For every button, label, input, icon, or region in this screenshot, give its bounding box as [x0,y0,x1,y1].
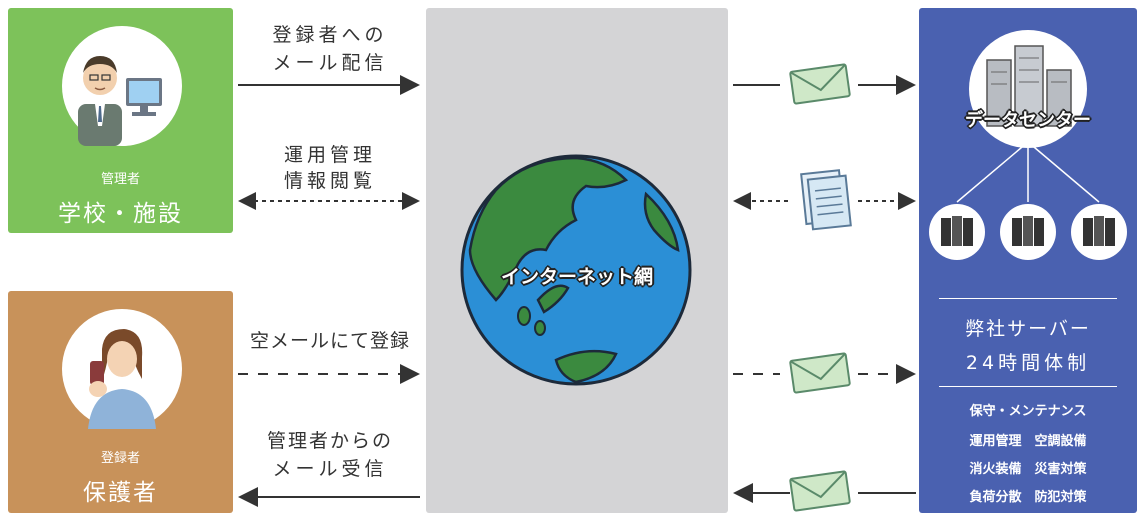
flow-receive-line1: 管理者からの [266,430,393,452]
flow-view-info-line2: 情報閲覧 [283,170,376,192]
divider-top [939,298,1117,299]
admin-title: 学校・施設 [58,201,183,227]
guardian-panel: 登録者 保護者 [8,291,233,513]
document-icon [800,169,852,231]
server-icon-1 [929,204,985,260]
globe-icon [460,154,692,386]
server-hours: 24時間体制 [965,352,1091,374]
envelope-icon-2 [789,352,851,394]
service-line-1: 保守・メンテナンス [969,404,1087,419]
datacenter-building-avatar [969,30,1087,148]
guardian-title: 保護者 [83,480,158,506]
admin-person-icon [78,56,162,146]
flow-view-info-line1: 運用管理 [283,144,376,166]
service-line-3: 消火装備 災害対策 [969,462,1087,477]
server-connector-lines [956,141,1100,203]
admin-panel: 管理者 学校・施設 [8,8,233,233]
datacenter-label: データセンター [965,110,1091,131]
internet-panel: インターネット網 [426,8,728,513]
divider-bottom [939,386,1117,387]
internet-label: インターネット網 [500,266,653,288]
datacenter-panel: データセンター 弊社サーバー 24時間体制 保守・メンテナンス 運用管理 空調設… [919,8,1137,513]
service-line-2: 運用管理 空調設備 [969,434,1087,449]
admin-avatar [62,26,182,146]
flow-send-mail-line1: 登録者への [272,24,388,46]
server-title: 弊社サーバー [965,318,1091,340]
flow-register: 空メールにて登録 [249,330,410,352]
flow-send-mail-line2: メール配信 [272,52,388,74]
server-icon-2 [1000,204,1056,260]
service-line-4: 負荷分散 防犯対策 [969,490,1087,505]
building-icon [986,45,1072,127]
flow-receive-line2: メール受信 [272,458,388,480]
envelope-icon-1 [789,63,851,105]
guardian-person-icon [88,329,156,429]
admin-role: 管理者 [100,172,140,187]
server-icon-3 [1071,204,1127,260]
envelope-icon-3 [789,470,851,512]
guardian-avatar [62,309,182,429]
guardian-role: 登録者 [100,451,140,466]
